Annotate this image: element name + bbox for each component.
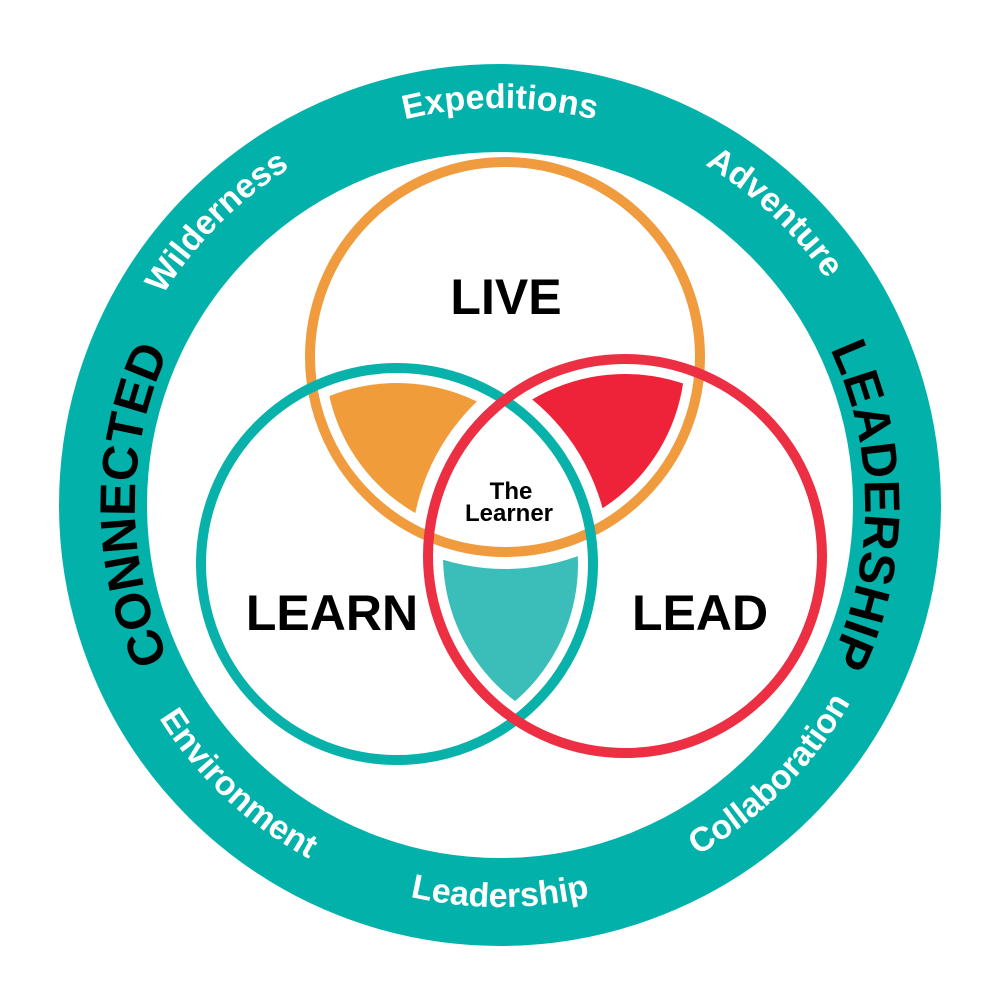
outer-ring — [59, 64, 941, 946]
center-label-line1: The — [490, 478, 533, 505]
learn-label: LEARN — [246, 585, 418, 641]
learn-circle — [196, 363, 598, 765]
lead-circle — [423, 354, 827, 758]
live-label: LIVE — [450, 269, 561, 325]
live-circle — [305, 157, 705, 557]
learn-lead-overlap — [443, 383, 578, 738]
lead-label: LEAD — [632, 585, 768, 641]
center-label-line2: Learner — [465, 500, 553, 527]
